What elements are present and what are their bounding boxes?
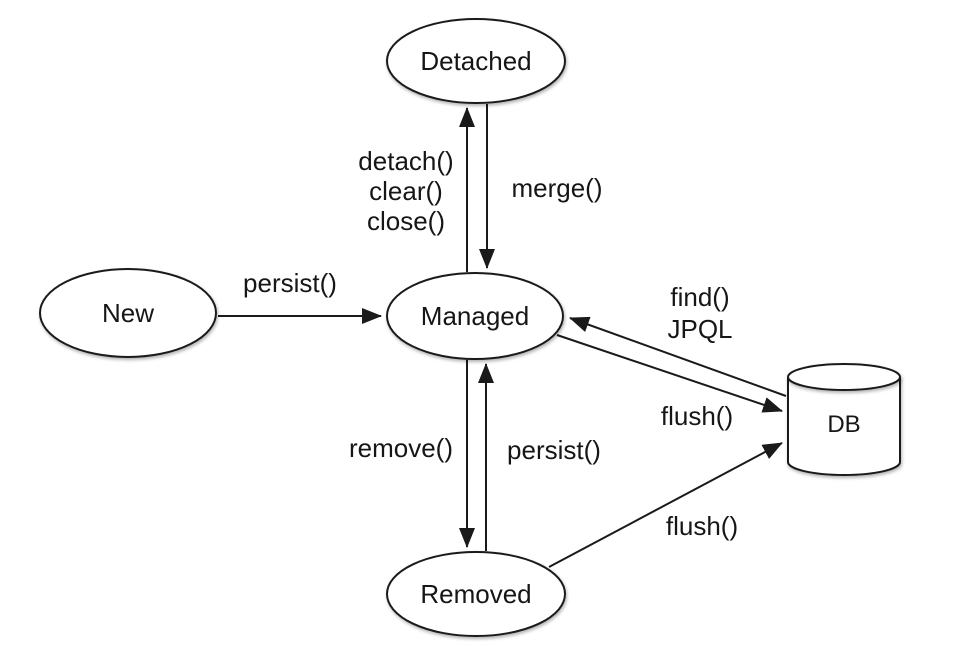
node-removed: Removed — [386, 551, 566, 637]
db-label: DB — [827, 411, 860, 438]
edge-flush-removed-to-db — [548, 442, 783, 568]
label-persist-removed-to-managed: persist() — [507, 435, 601, 465]
label-remove: remove() — [349, 433, 453, 463]
label-find: find() — [670, 282, 729, 312]
label-clear: clear() — [369, 176, 443, 206]
removed-ellipse — [386, 551, 566, 637]
edge-flush-managed-to-db — [556, 334, 783, 413]
db-cylinder-top — [787, 363, 901, 391]
node-new: New — [39, 268, 217, 358]
label-find-jpql: find() JPQL — [667, 282, 732, 344]
managed-ellipse — [386, 272, 564, 360]
node-detached: Detached — [386, 18, 566, 104]
label-close: close() — [367, 206, 445, 236]
label-flush-removed-to-db: flush() — [666, 511, 738, 541]
db-cylinder-body — [787, 377, 901, 476]
label-jpql: JPQL — [667, 314, 732, 344]
detached-ellipse — [386, 18, 566, 104]
label-persist-new-to-managed: persist() — [243, 268, 337, 298]
label-merge: merge() — [511, 173, 602, 203]
managed-label: Managed — [421, 301, 529, 331]
edge-find-db-to-managed — [569, 316, 787, 397]
new-label: New — [102, 298, 154, 328]
node-managed: Managed — [386, 272, 564, 360]
label-detach-clear-close: detach() clear() close() — [358, 146, 453, 236]
new-ellipse — [39, 268, 217, 358]
detached-label: Detached — [420, 46, 531, 76]
edges — [218, 104, 787, 568]
removed-label: Removed — [420, 579, 531, 609]
nodes: Detached New Managed Removed DB — [39, 18, 901, 637]
label-flush-managed-to-db: flush() — [661, 401, 733, 431]
edge-labels: persist() detach() clear() close() merge… — [243, 146, 738, 541]
node-db: DB — [787, 363, 901, 476]
label-detach: detach() — [358, 146, 453, 176]
